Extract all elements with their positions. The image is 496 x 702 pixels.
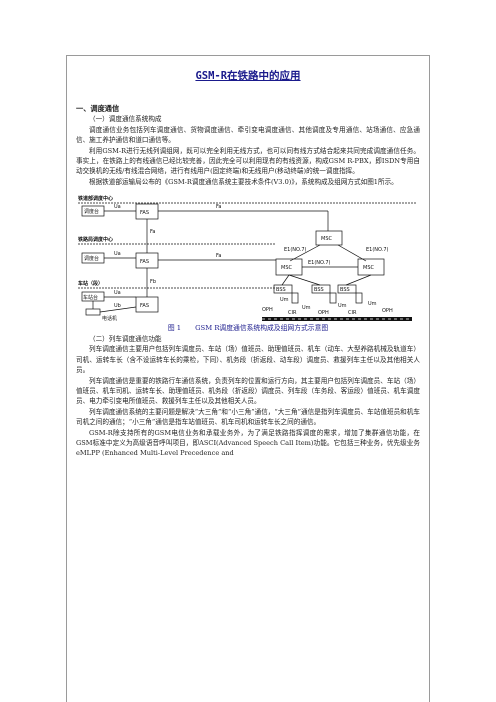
svg-text:CIR: CIR bbox=[348, 310, 357, 316]
svg-text:E1(NO.7): E1(NO.7) bbox=[284, 247, 307, 253]
subsection-heading: （一）调度通信系统构成 bbox=[89, 115, 162, 124]
svg-text:E1(NO.7): E1(NO.7) bbox=[308, 260, 331, 266]
svg-text:BSS: BSS bbox=[276, 287, 286, 293]
paragraph: 列车调度通信主要用户包括列车调度员、车站（场）值班员、助理值班员、机车（动车、大… bbox=[76, 345, 420, 375]
network-diagram: 铁道部调度中心 调度台 Ua FAS Fa Fa MSC E1(NO.7) bbox=[76, 193, 420, 323]
base-station-tower-icon bbox=[291, 292, 299, 304]
bss-box bbox=[311, 284, 331, 294]
svg-text:Ua: Ua bbox=[114, 251, 121, 257]
msc-box bbox=[315, 230, 343, 246]
document-frame: GSM-R在铁路中的应用 一、调度通信 （一）调度通信系统构成 调度通信业务包括… bbox=[66, 55, 430, 702]
svg-text:Fb: Fb bbox=[150, 279, 156, 285]
subsection-heading: （二）列车调度通信功能 bbox=[89, 334, 162, 343]
paragraph: 调度通信业务包括列车调度通信、货物调度通信、牵引变电调度通信、其他调度及专用通信… bbox=[76, 125, 420, 145]
svg-text:CIR: CIR bbox=[288, 310, 297, 316]
fas-box bbox=[135, 296, 159, 313]
svg-text:MSC: MSC bbox=[363, 265, 374, 271]
base-station-tower-icon bbox=[329, 292, 337, 304]
svg-text:调度台: 调度台 bbox=[84, 208, 99, 215]
bss-box bbox=[337, 284, 357, 294]
svg-text:电话机: 电话机 bbox=[102, 315, 117, 322]
paragraph: 利用GSM-R进行无线列调组网，既可以完全利用无线方式，也可以同有线方式结合起来… bbox=[76, 146, 420, 176]
svg-text:OPH: OPH bbox=[262, 307, 273, 313]
paragraph: 根据铁道部运输局公布的《GSM-R调度通信系统主要技术条件(V3.0)》，系统构… bbox=[89, 177, 398, 186]
svg-text:Fa: Fa bbox=[216, 204, 221, 210]
label-station: 车站（段） bbox=[78, 280, 103, 287]
svg-text:MSC: MSC bbox=[281, 265, 292, 271]
svg-text:Fa: Fa bbox=[150, 229, 155, 235]
svg-text:调度台: 调度台 bbox=[84, 255, 99, 262]
base-station-tower-icon bbox=[355, 292, 363, 304]
paragraph: 列车调度通信是重要的铁路行车通信系统，负责列车的位置和运行方向，其主要用户包括列… bbox=[76, 376, 420, 406]
svg-text:BSS: BSS bbox=[340, 287, 350, 293]
svg-text:OPH: OPH bbox=[318, 310, 329, 316]
paragraph: GSM-R除支持所有的GSM电信业务和承载业务外，为了满足铁路指挥调度的需求，增… bbox=[76, 428, 420, 458]
svg-text:Um: Um bbox=[302, 305, 311, 311]
svg-text:Um: Um bbox=[338, 303, 347, 309]
document-body: 一、调度通信 （一）调度通信系统构成 调度通信业务包括列车调度通信、货物调度通信… bbox=[76, 103, 420, 459]
svg-text:FAS: FAS bbox=[140, 259, 149, 265]
page-title: GSM-R在铁路中的应用 bbox=[195, 70, 301, 82]
paragraph: 列车调度通信系统的主要问题是解决“大三角”和“小三角”通信，“大三角”通信是指列… bbox=[76, 407, 420, 427]
section-heading: 一、调度通信 bbox=[76, 104, 120, 113]
svg-text:FAS: FAS bbox=[140, 210, 149, 216]
svg-text:Um: Um bbox=[368, 301, 377, 307]
svg-text:车站台: 车站台 bbox=[83, 294, 98, 301]
svg-text:Ub: Ub bbox=[114, 303, 121, 309]
bss-box bbox=[273, 284, 293, 294]
svg-text:MSC: MSC bbox=[321, 236, 332, 242]
label-bureau: 铁路局调度中心 bbox=[78, 236, 113, 243]
svg-text:Fa: Fa bbox=[216, 253, 221, 259]
svg-text:OPH: OPH bbox=[382, 308, 393, 314]
telephone-icon bbox=[85, 308, 101, 316]
svg-text:BSS: BSS bbox=[314, 287, 324, 293]
svg-text:FAS: FAS bbox=[140, 303, 149, 309]
svg-text:Ua: Ua bbox=[114, 204, 121, 210]
svg-text:Um: Um bbox=[280, 297, 289, 303]
svg-text:Ua: Ua bbox=[114, 290, 121, 296]
svg-text:E1(NO.7): E1(NO.7) bbox=[366, 247, 389, 253]
label-ministry: 铁道部调度中心 bbox=[78, 195, 113, 202]
